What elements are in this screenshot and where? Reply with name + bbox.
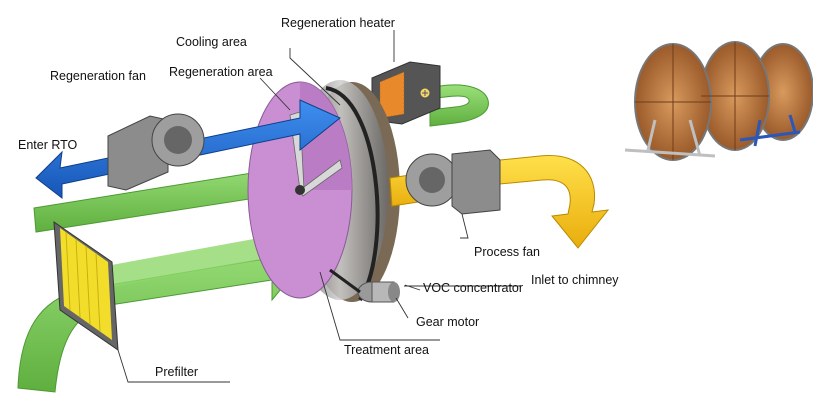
label-process-fan: Process fan [474, 245, 540, 259]
label-inlet-to-chimney: Inlet to chimney [531, 273, 619, 287]
label-voc-concentrator: VOC concentrator [423, 281, 523, 295]
label-gear-motor: Gear motor [416, 315, 479, 329]
label-regeneration-heater: Regeneration heater [281, 16, 395, 30]
rotor-wheel-icon [247, 80, 400, 302]
process-fan [405, 149, 501, 215]
label-treatment-area: Treatment area [344, 343, 429, 357]
label-enter-rto: Enter RTO [18, 138, 78, 152]
prefilter [53, 220, 119, 352]
leader-lines [117, 30, 520, 383]
gear-motor-icon [329, 268, 400, 303]
regeneration-heater [371, 61, 441, 125]
label-prefilter: Prefilter [155, 365, 198, 379]
label-cooling-area: Cooling area [176, 35, 247, 49]
rotor-equipment-photo [624, 41, 813, 161]
label-regeneration-fan: Regeneration fan [50, 69, 146, 83]
regeneration-fan [107, 113, 205, 191]
label-regeneration-area: Regeneration area [169, 65, 273, 79]
